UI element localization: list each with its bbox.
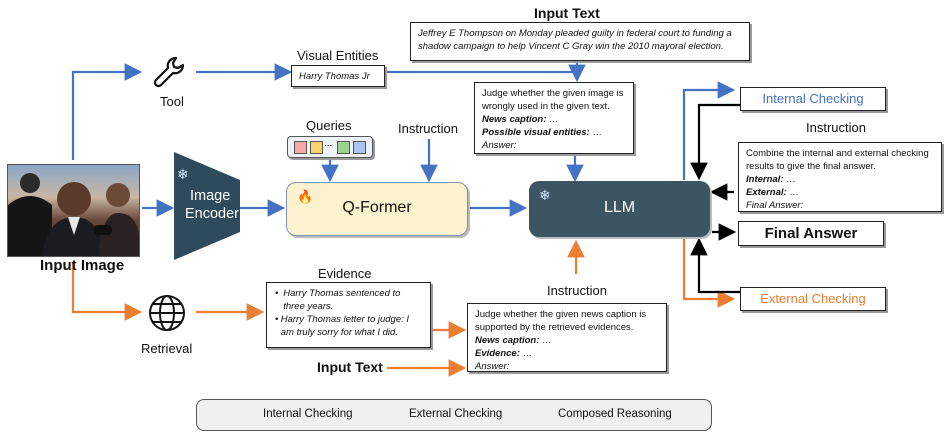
evidence-title: Evidence: [318, 266, 372, 281]
tool-label: Tool: [160, 94, 184, 109]
fire-icon: 🔥: [297, 189, 314, 204]
evidence-item: Harry Thomas sentenced to three years.: [283, 288, 401, 312]
legend-item-internal: Internal Checking: [263, 408, 353, 420]
legend-item-external: External Checking: [409, 408, 503, 420]
instruction-internal-field2: Possible visual entities: [482, 127, 587, 138]
instruction-external-text: Judge whether the given news caption is …: [475, 309, 647, 333]
instruction-final-text: Combine the internal and external checki…: [746, 148, 929, 172]
arrow-image-to-tool: [71, 63, 143, 160]
arrow-external-to-llm: [690, 237, 740, 294]
evidence-item: Harry Thomas letter to judge: I am truly…: [280, 314, 410, 338]
image-encoder-block: [174, 152, 240, 260]
query-ellipsis: ...: [324, 138, 333, 149]
globe-icon: [147, 293, 187, 333]
qformer-block: 🔥 Q-Former: [286, 182, 468, 236]
snowflake-icon: ❄: [539, 187, 551, 203]
instruction-internal-note: Judge whether the given image is wrongly…: [474, 82, 634, 154]
snowflake-icon: ❄: [177, 166, 189, 182]
instruction-internal-field1: News caption: [482, 114, 544, 125]
query-token: [337, 141, 350, 154]
llm-block: ❄ LLM: [529, 181, 710, 237]
internal-checking-box: Internal Checking: [740, 87, 886, 111]
input-text-top-note: Jeffrey E Thompson on Monday pleaded gui…: [410, 22, 750, 61]
final-answer-box: Final Answer: [738, 221, 884, 246]
arrow-entities-to-instruction: [386, 64, 586, 83]
instruction-external-field1: News caption: [475, 335, 537, 346]
instruction-internal-answer: Answer:: [482, 140, 517, 151]
input-image-photo: [7, 164, 140, 257]
evidence-note: •Harry Thomas sentenced to three years. …: [266, 282, 431, 348]
queries-label: Queries: [306, 118, 352, 133]
instruction-external-field2: Evidence: [475, 348, 517, 359]
arrow-llm-to-external: [682, 237, 736, 308]
instruction-final-field1: Internal: [746, 174, 781, 185]
query-token: [353, 141, 366, 154]
llm-label: LLM: [603, 199, 636, 216]
input-image-label: Input Image: [40, 257, 125, 274]
wrench-icon: [150, 52, 190, 92]
instruction-external-note: Judge whether the given news caption is …: [467, 303, 667, 372]
arrow-llm-to-internal: [682, 81, 736, 180]
qformer-label: Q-Former: [342, 199, 412, 216]
legend-item-composed: Composed Reasoning: [558, 408, 672, 420]
instruction-internal-text: Judge whether the given image is wrongly…: [482, 88, 624, 112]
queries-tokens: ...: [287, 136, 373, 158]
input-text-top-text: Jeffrey E Thompson on Monday pleaded gui…: [418, 28, 732, 52]
arrow-internal-to-llm: [690, 103, 740, 181]
external-checking-box: External Checking: [740, 287, 886, 311]
visual-entities-value: Harry Thomas Jr: [299, 71, 370, 82]
image-encoder-label-2: Encoder: [185, 206, 240, 222]
retrieval-label: Retrieval: [141, 341, 193, 356]
instruction-final-field2: External: [746, 187, 784, 198]
input-text-bottom: Input Text: [317, 359, 383, 375]
instruction-external-answer: Answer:: [475, 361, 510, 372]
instruction-final-title: Instruction: [806, 120, 866, 135]
query-token: [294, 141, 307, 154]
image-encoder-label-1: Image: [190, 188, 231, 204]
instruction-final-note: Combine the internal and external checki…: [738, 142, 942, 212]
arrow-image-to-retrieval: [71, 262, 143, 321]
instruction-final-answer: Final Answer:: [746, 200, 804, 211]
instruction-internal-title: Instruction: [398, 121, 458, 136]
visual-entities-title: Visual Entities: [297, 48, 379, 63]
query-token: [310, 141, 323, 154]
input-text-top-title: Input Text: [534, 5, 600, 21]
legend: Internal Checking External Checking Comp…: [196, 399, 712, 431]
instruction-external-title: Instruction: [547, 283, 607, 298]
visual-entities-note: Harry Thomas Jr: [291, 65, 385, 87]
